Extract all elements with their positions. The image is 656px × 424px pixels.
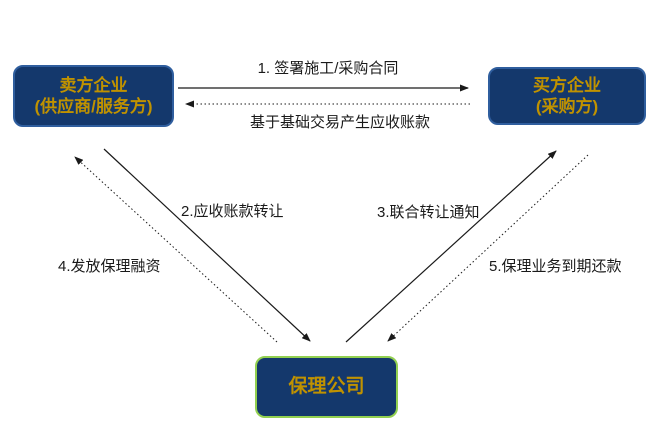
factor-title: 保理公司 [288,376,365,398]
edge-label-contract: 1. 签署施工/采购合同 [257,60,399,77]
arrow-notice-solid [345,150,557,343]
buyer-company-box: 买方企业 (采购方) [488,67,646,125]
edge-label-notice: 3.联合转让通知 [377,204,480,221]
seller-title: 卖方企业 [59,75,128,95]
seller-company-box: 卖方企业 (供应商/服务方) [13,65,174,127]
factoring-company-box: 保理公司 [255,356,398,418]
arrow-transfer-solid [103,148,311,342]
buyer-title: 买方企业 [533,75,601,95]
edge-label-financing: 4.发放保理融资 [58,258,161,275]
arrow-repayment-dotted [387,154,589,342]
buyer-subtitle: (采购方) [535,97,599,116]
seller-subtitle: (供应商/服务方) [34,97,153,116]
edge-label-repayment: 5.保理业务到期还款 [489,258,622,275]
arrow-financing-dotted [74,156,278,343]
edge-label-receivable: 基于基础交易产生应收账款 [249,114,430,131]
edge-label-transfer: 2.应收账款转让 [181,203,284,220]
